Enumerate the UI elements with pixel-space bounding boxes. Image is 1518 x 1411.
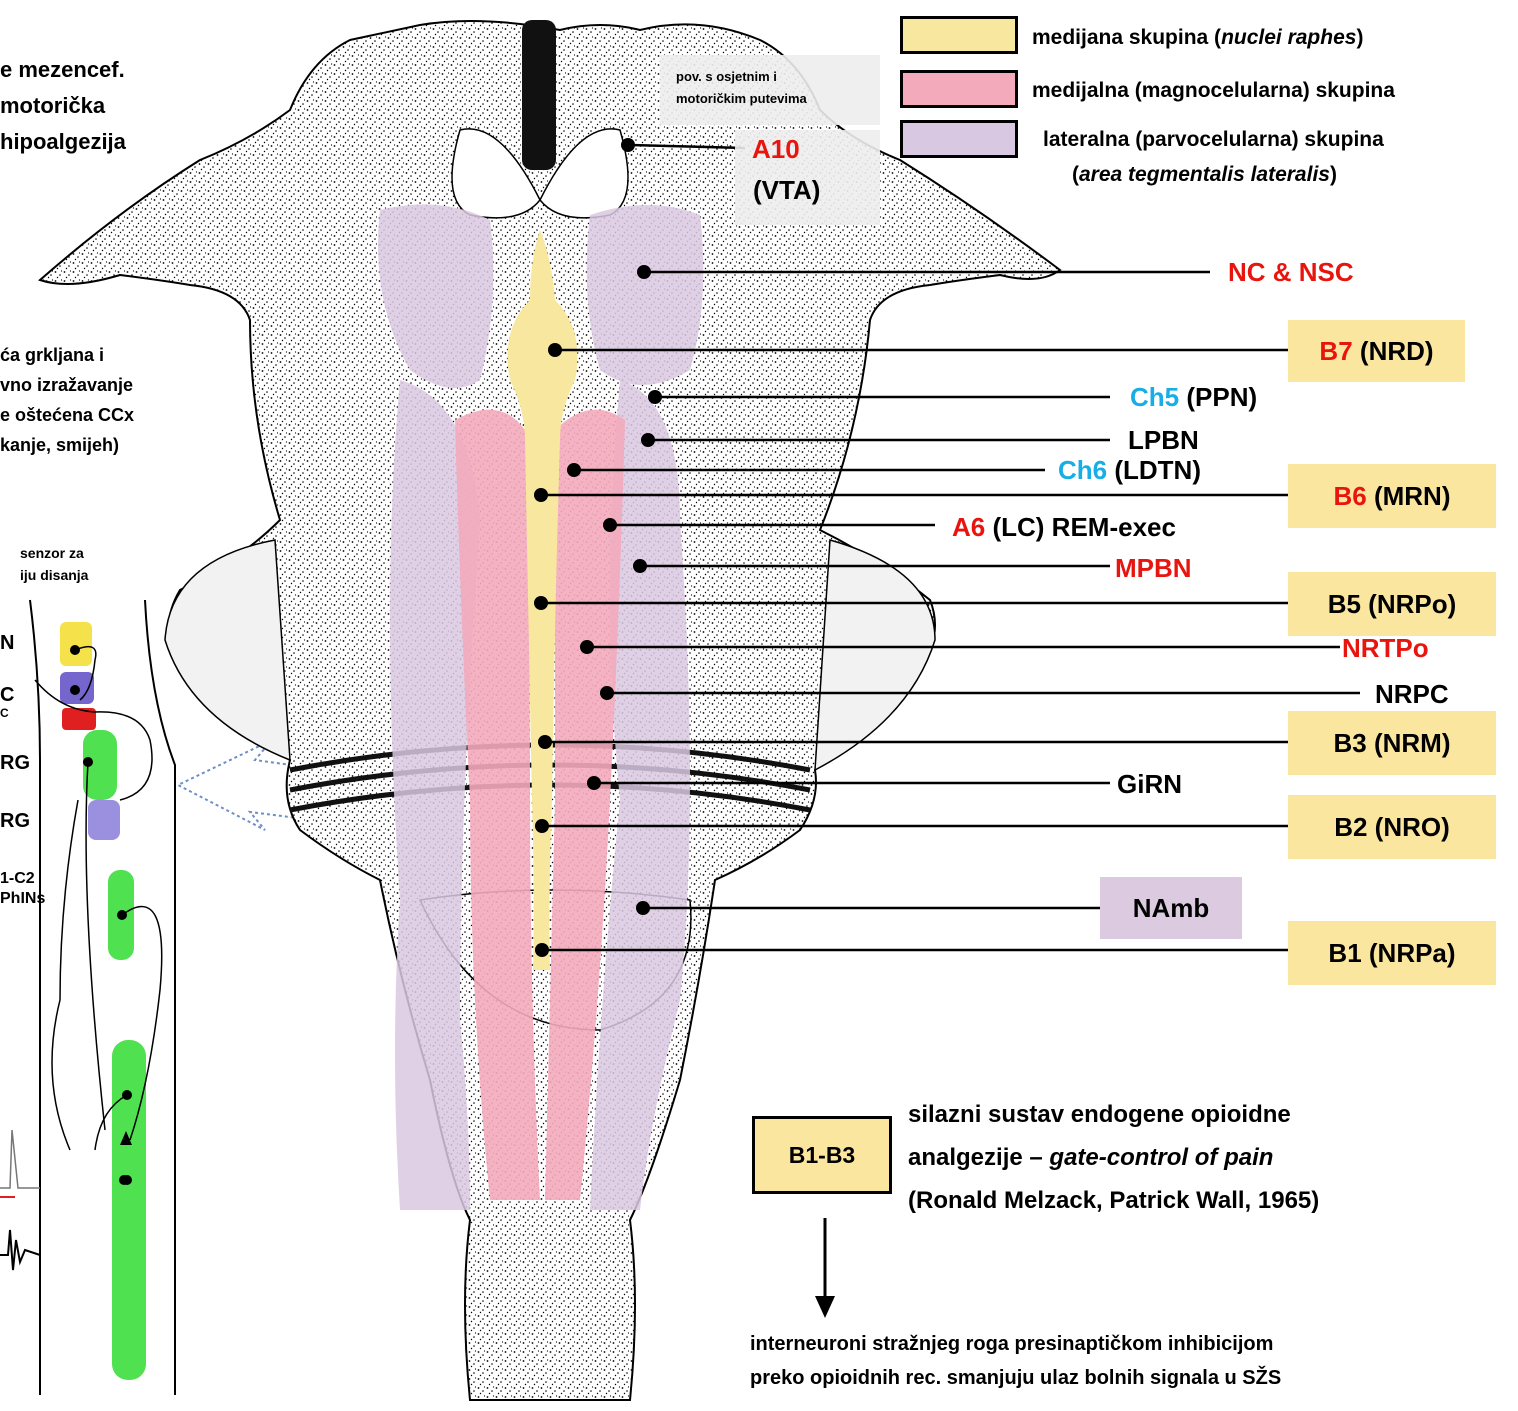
top-note: pov. s osjetnim i motoričkim putevima bbox=[676, 66, 807, 110]
box-b3: B3 (NRM) bbox=[1288, 711, 1496, 775]
box-b5: B5 (NRPo) bbox=[1288, 572, 1496, 636]
box-b7: B7 (NRD) bbox=[1288, 320, 1465, 382]
left-top-text: e mezencef. motorička hipoalgezija bbox=[0, 52, 126, 160]
label-mpbn: MPBN bbox=[1115, 554, 1192, 584]
cord-neuron bbox=[70, 685, 80, 695]
label-a10: A10 bbox=[752, 135, 800, 165]
legend-swatch-lateral bbox=[900, 120, 1018, 158]
descending-system-text: silazni sustav endogene opioidne analgez… bbox=[908, 1093, 1319, 1222]
cord-nucleus-yellow bbox=[60, 622, 92, 666]
legend-swatch-medial bbox=[900, 70, 1018, 108]
left-sensor-text: senzor za iju disanja bbox=[20, 542, 88, 586]
label-a6: A6 (LC) REM-exec bbox=[952, 513, 1176, 543]
cerebellar-peduncle-right bbox=[815, 540, 935, 770]
box-namb: NAmb bbox=[1100, 877, 1242, 939]
legend-lateral-text: lateralna (parvocelularna) skupina bbox=[1043, 128, 1384, 152]
cord-label-c-small: C bbox=[0, 707, 9, 721]
legend-medial-text: medijalna (magnocelularna) skupina bbox=[1032, 79, 1395, 103]
cord-neuron bbox=[119, 1175, 129, 1185]
aqueduct bbox=[522, 20, 556, 170]
legend-lateral-text-2: (area tegmentalis lateralis) bbox=[1072, 163, 1337, 187]
label-girn: GiRN bbox=[1117, 770, 1182, 800]
spinal-cord-panel bbox=[0, 600, 175, 1395]
left-mid-text: ća grkljana i vno izražavanje e oštećena… bbox=[0, 340, 134, 460]
box-b1: B1 (NRPa) bbox=[1288, 921, 1496, 985]
label-nc-nsc: NC & NSC bbox=[1228, 258, 1354, 288]
label-ch5: Ch5 (PPN) bbox=[1130, 383, 1257, 413]
label-nrtpo: NRTPo bbox=[1342, 634, 1429, 664]
down-arrow-head bbox=[815, 1296, 835, 1318]
cord-label-rg-2: RG bbox=[0, 810, 30, 833]
label-lpbn: LPBN bbox=[1128, 426, 1199, 456]
cord-label-n: N bbox=[0, 632, 14, 655]
trace-1 bbox=[0, 1130, 40, 1188]
label-vta: (VTA) bbox=[753, 176, 820, 206]
box-b2: B2 (NRO) bbox=[1288, 795, 1496, 859]
legend-swatch-median bbox=[900, 16, 1018, 54]
result-text: interneuroni stražnjeg roga presinaptičk… bbox=[750, 1327, 1281, 1395]
cord-label-c1c2: 1-C2 bbox=[0, 870, 35, 888]
cord-column-purple bbox=[88, 800, 120, 840]
box-b6: B6 (MRN) bbox=[1288, 464, 1496, 528]
legend-median-text: medijana skupina (nuclei raphes) bbox=[1032, 26, 1363, 50]
cord-label-rg-1: RG bbox=[0, 752, 30, 775]
trace-2 bbox=[0, 1230, 40, 1270]
cerebellar-peduncle-left bbox=[165, 540, 290, 760]
cord-label-c: C bbox=[0, 684, 14, 707]
cord-outline bbox=[30, 600, 175, 1395]
cord-label-phins: PhINs bbox=[0, 890, 45, 908]
label-ch6: Ch6 (LDTN) bbox=[1058, 456, 1201, 486]
label-nrpc: NRPC bbox=[1375, 680, 1449, 710]
lateral-midbrain-right bbox=[587, 205, 704, 385]
box-b1-b3: B1-B3 bbox=[752, 1116, 892, 1194]
